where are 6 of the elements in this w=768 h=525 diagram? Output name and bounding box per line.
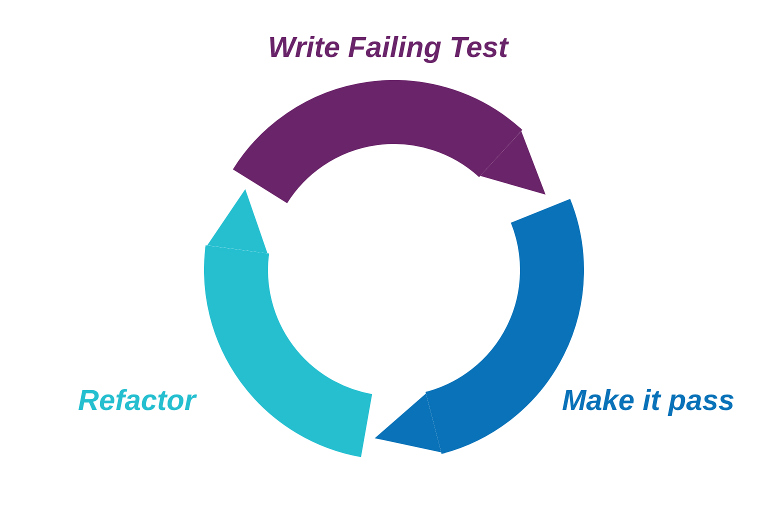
step-label: Make it pass (562, 384, 734, 419)
arrow (205, 189, 270, 256)
arrow (374, 391, 445, 454)
arrow (477, 128, 546, 194)
step-label: Refactor (78, 384, 196, 419)
step-label: Write Failing Test (268, 31, 508, 66)
